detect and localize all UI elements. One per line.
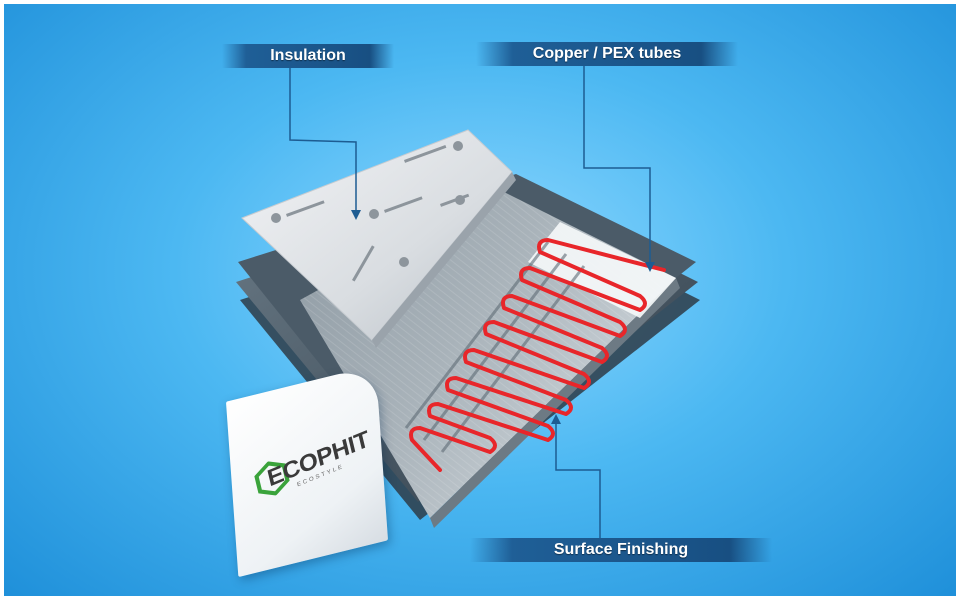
callout-leaders	[289, 66, 651, 538]
heating-tube	[409, 238, 666, 472]
surface-finishing-label: Surface Finishing	[470, 538, 772, 562]
ecophit-brand-card: ECOPHIT ECOSTYLE	[225, 364, 389, 578]
insulation-print-marks	[271, 141, 470, 282]
plate-front-edge	[430, 278, 680, 528]
insulation-leader	[289, 68, 357, 214]
tubes-leader	[583, 66, 651, 268]
insulation-label: Insulation	[222, 44, 394, 68]
hexagon-logo-icon	[254, 461, 290, 496]
tubes-label: Copper / PEX tubes	[476, 42, 738, 66]
insulation-board-edge	[372, 172, 516, 348]
ecophit-brand-name: ECOPHIT	[264, 426, 372, 493]
surface-leader	[555, 420, 601, 538]
insulation-arrowhead	[351, 210, 361, 220]
surface-arrowhead	[551, 414, 561, 424]
ecophit-logo: ECOPHIT ECOSTYLE	[250, 423, 372, 510]
leader-arrowheads	[351, 210, 655, 424]
tubes-arrowhead	[645, 262, 655, 272]
